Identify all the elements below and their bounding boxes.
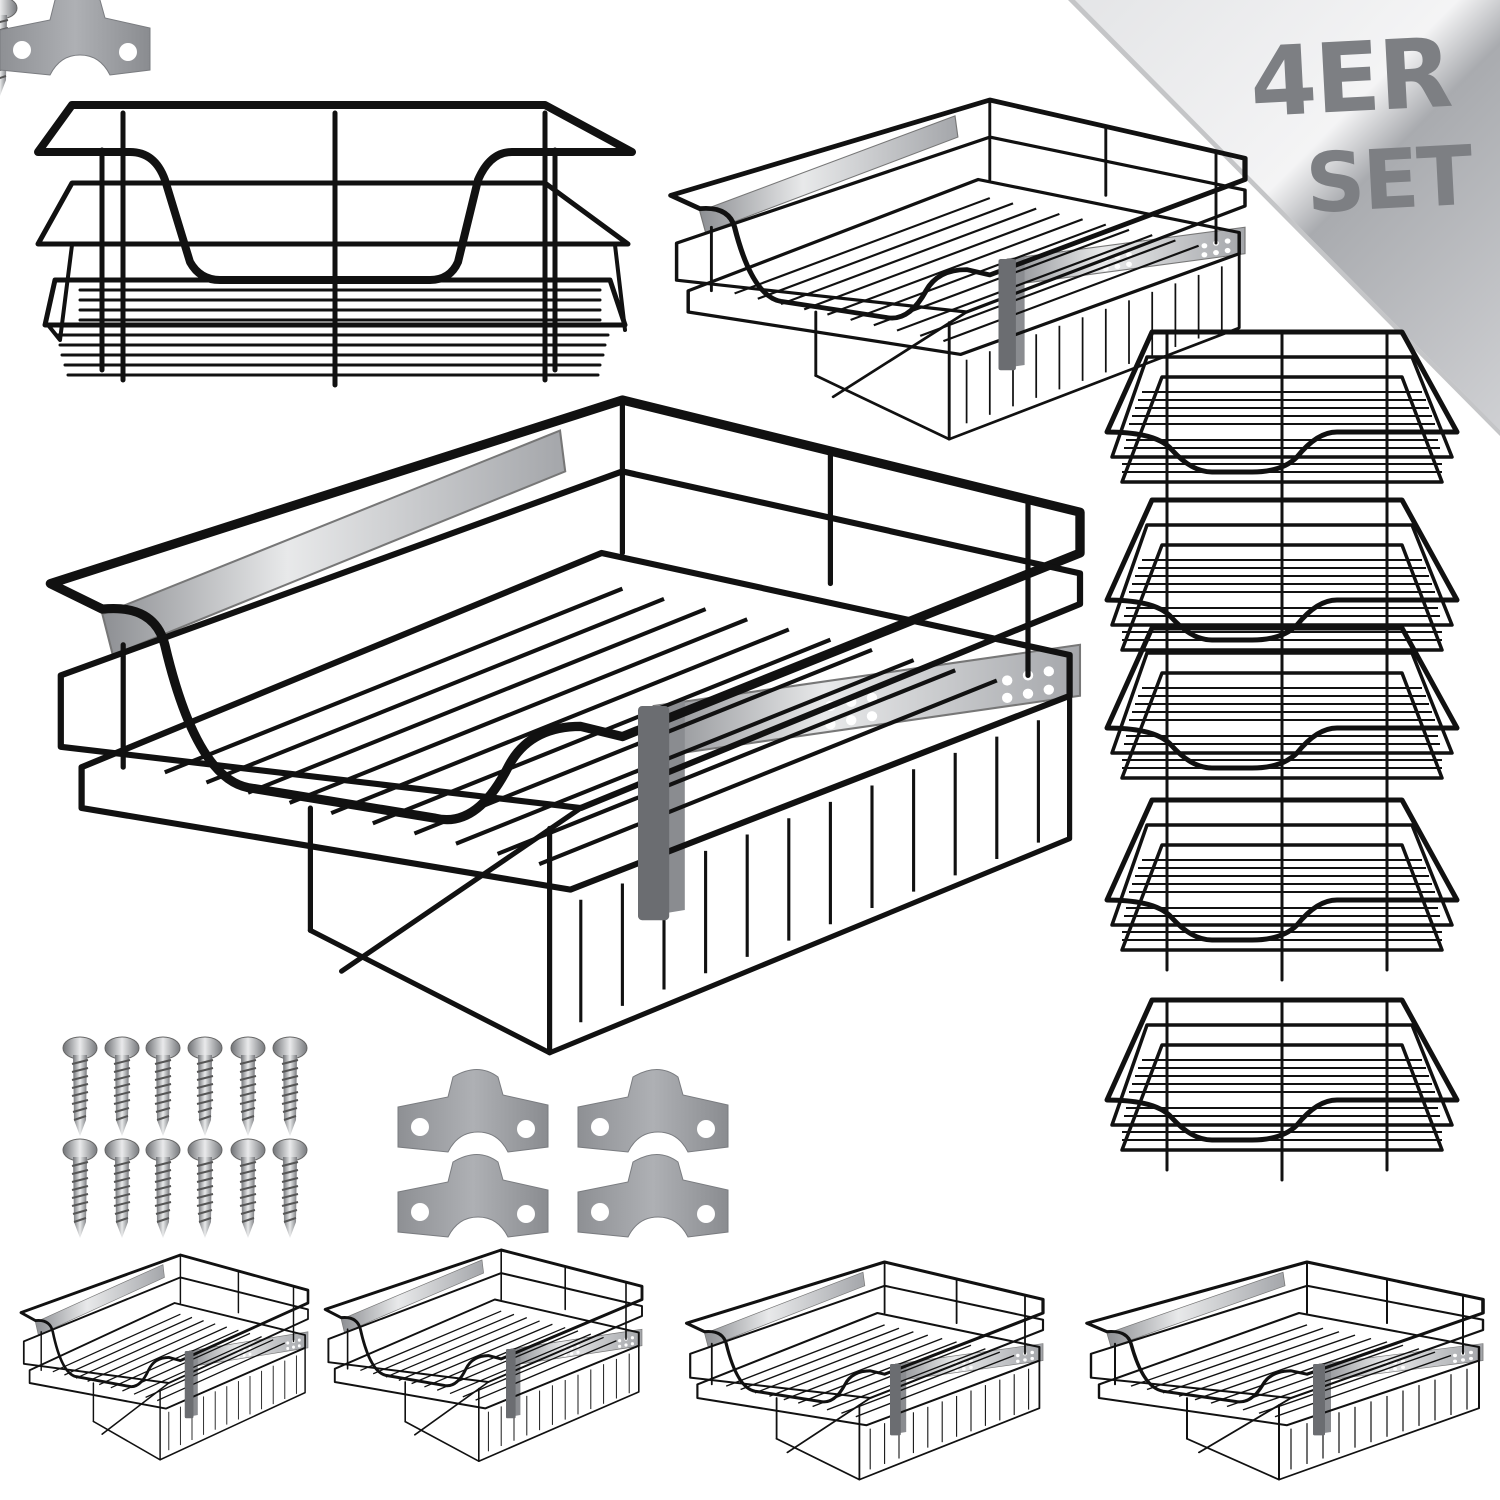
main-basket-with-rails bbox=[50, 400, 1080, 1053]
stacked-baskets bbox=[1107, 332, 1457, 1180]
mounting-brackets bbox=[0, 0, 729, 1238]
front-view-basket bbox=[34, 101, 636, 388]
bottom-row-baskets bbox=[19, 1248, 1485, 1482]
set-count-label: 4ER bbox=[1247, 16, 1454, 140]
set-label: SET bbox=[1303, 128, 1474, 233]
